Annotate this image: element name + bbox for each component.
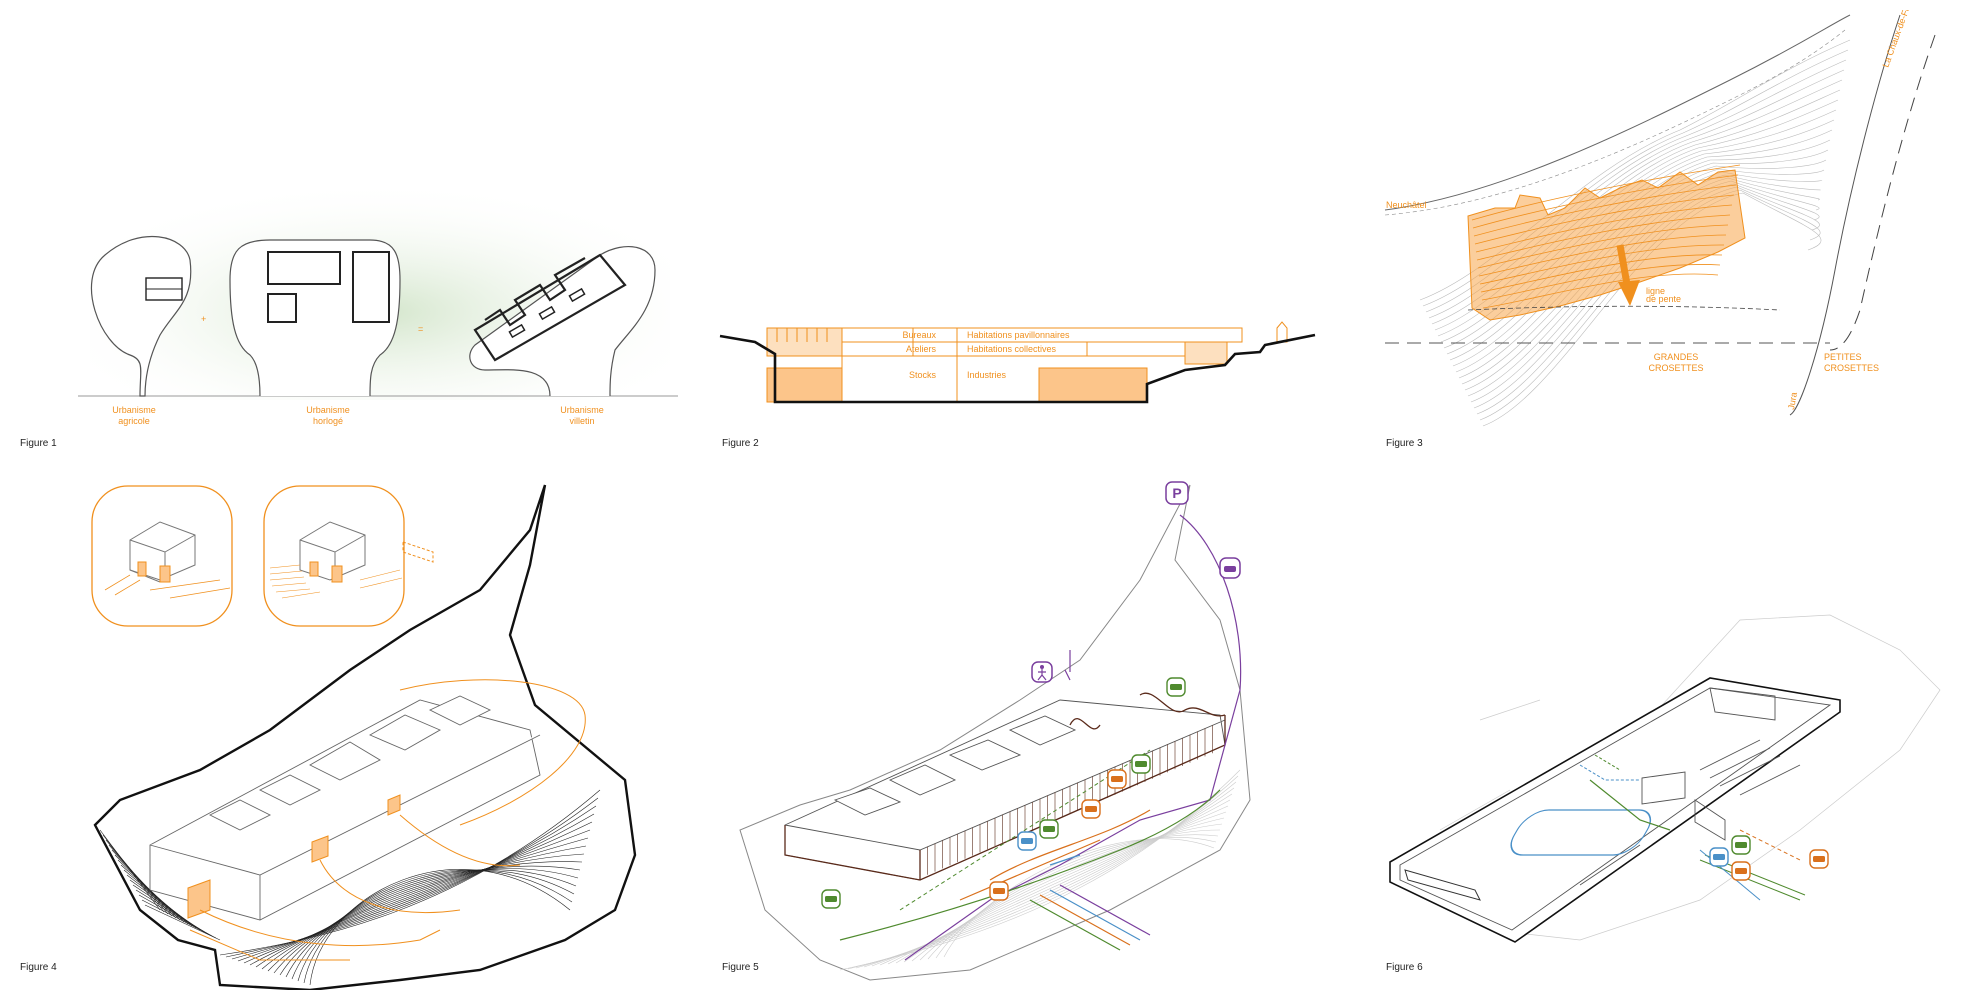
- figure-4-caption: Figure 4: [20, 962, 57, 973]
- house-section-icon: [91, 485, 233, 627]
- figure-6-caption: Figure 6: [1386, 962, 1423, 973]
- car-icon[interactable]: [1731, 861, 1751, 881]
- label-industries: Industries: [967, 370, 1007, 380]
- truck-icon[interactable]: [1166, 677, 1186, 697]
- car-icon[interactable]: [989, 881, 1009, 901]
- label-ligne-2: de pente: [1646, 294, 1681, 304]
- equals-sign: =: [418, 324, 423, 334]
- label-agricole-2: agricole: [118, 416, 150, 426]
- label-stocks: Stocks: [909, 370, 937, 380]
- label-petites-1: PETITES: [1824, 352, 1862, 362]
- figure-5-caption: Figure 5: [722, 962, 759, 973]
- building-mass: [149, 695, 541, 921]
- house-section-icon-2: [263, 485, 405, 627]
- label-horloge-2: horlogé: [313, 416, 343, 426]
- building-frame: [784, 699, 1226, 881]
- label-hab-col: Habitations collectives: [967, 344, 1057, 354]
- figure-3-caption: Figure 3: [1386, 438, 1423, 449]
- figure-1-caption: Figure 1: [20, 438, 57, 449]
- label-agricole-1: Urbanisme: [112, 405, 156, 415]
- label-grandes-1: GRANDES: [1654, 352, 1699, 362]
- label-horloge-1: Urbanisme: [306, 405, 350, 415]
- van-icon[interactable]: [1709, 847, 1729, 867]
- car-icon[interactable]: [1809, 849, 1829, 869]
- car-icon[interactable]: [1219, 557, 1241, 579]
- label-villetin-2: villetin: [569, 416, 594, 426]
- figure-4-axonometry: [91, 484, 637, 990]
- label-villetin-1: Urbanisme: [560, 405, 604, 415]
- car-icon[interactable]: [1081, 799, 1101, 819]
- label-jura: Jura: [1786, 391, 1799, 410]
- label-bureaux: Bureaux: [902, 330, 936, 340]
- label-ligne-1: ligne: [1646, 286, 1665, 296]
- label-neuchatel: Neuchâtel: [1386, 200, 1427, 210]
- truck-icon[interactable]: [1731, 835, 1751, 855]
- plus-sign: +: [201, 314, 206, 324]
- pedestrian-icon[interactable]: [1031, 661, 1053, 683]
- car-icon[interactable]: [1107, 769, 1127, 789]
- truck-icon[interactable]: [821, 889, 841, 909]
- label-ateliers: Ateliers: [906, 344, 937, 354]
- label-grandes-2: CROSETTES: [1648, 363, 1703, 373]
- figure-1-diagram: + = Urbanisme agricole Urbanisme horlogé…: [78, 180, 678, 426]
- villetin-blob: [469, 246, 656, 397]
- figure-6-axonometry: [1389, 614, 1941, 943]
- van-icon[interactable]: [1017, 831, 1037, 851]
- label-petites-2: CROSETTES: [1824, 363, 1879, 373]
- horloge-blob: [229, 239, 401, 397]
- figure-5-axonometry: P: [739, 481, 1251, 981]
- label-chaux: La Chaux-de-Fonds: [1880, 10, 1917, 69]
- figure-2-section: Bureaux Ateliers Stocks Habitations pavi…: [719, 321, 1316, 404]
- parking-icon[interactable]: P: [1165, 481, 1189, 505]
- contour-lines: [1419, 39, 1851, 427]
- figure-2-caption: Figure 2: [722, 438, 759, 449]
- truck-icon[interactable]: [1131, 754, 1151, 774]
- van-icon[interactable]: [1039, 819, 1059, 839]
- figure-3-map: ligne de pente Neuchâtel La Chaux-de-Fon…: [1384, 10, 1936, 427]
- parking-letter: P: [1172, 485, 1181, 501]
- label-hab-pav: Habitations pavillonnaires: [967, 330, 1070, 340]
- agricole-blob: [90, 235, 192, 397]
